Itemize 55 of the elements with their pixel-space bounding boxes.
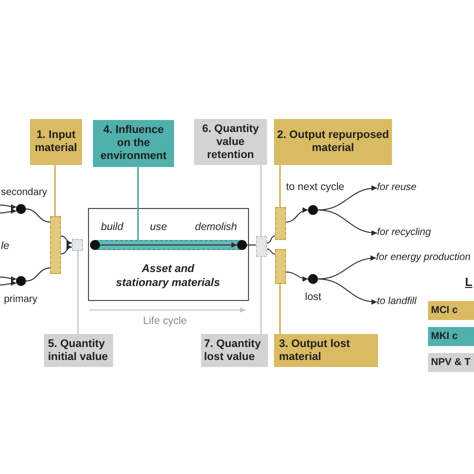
outcome-label: for energy production <box>376 251 471 265</box>
process-box <box>88 208 249 301</box>
leader-line <box>279 284 281 334</box>
dashed-marker <box>275 207 286 240</box>
flow-arrow <box>60 244 72 254</box>
leader-line <box>260 257 262 334</box>
leader-line <box>279 165 281 207</box>
dashed-marker <box>50 216 61 274</box>
indicator-box: 1. Input material <box>30 119 82 165</box>
axis-label: Life cycle <box>143 315 187 328</box>
dashed-marker <box>275 249 286 284</box>
leader-line <box>260 165 262 236</box>
outcome-label: for reuse <box>377 181 416 195</box>
flow-arrow <box>0 204 17 210</box>
leader-line <box>137 167 139 240</box>
flow-arrow <box>0 276 17 282</box>
indicator-box: 4. Influence on the environment <box>93 120 174 167</box>
flow-arrow <box>286 272 308 282</box>
stage-label: demolish <box>195 221 238 234</box>
flow-arrow <box>0 280 17 286</box>
flow-line <box>266 236 276 244</box>
leader-line <box>77 251 79 334</box>
flow-arrow <box>286 208 308 222</box>
panel-title: Asset and stationary materials <box>115 262 221 290</box>
legend-text: NPV & T <box>431 356 470 368</box>
flow-arrow <box>318 210 378 236</box>
flow-line <box>246 244 256 246</box>
indicator-box: 6. Quantity value retention <box>194 119 267 165</box>
flow-arrow <box>318 278 378 304</box>
dashed-marker <box>72 239 83 251</box>
node-caption: secondary <box>1 186 48 199</box>
flow-arrow <box>100 242 238 248</box>
node-caption: primary <box>4 293 38 306</box>
indicator-box: 7. Quantity lost value <box>201 334 268 367</box>
stage-label: build <box>101 221 124 234</box>
legend-text: MCI c <box>431 304 458 316</box>
side-label: le <box>1 240 10 253</box>
dashed-marker <box>256 236 267 257</box>
legend-heading: L <box>465 275 472 289</box>
flow-arrow <box>60 236 72 246</box>
legend-text: MKI c <box>431 330 458 342</box>
outcome-label: to landfill <box>377 295 416 309</box>
outcome-label: for recycling <box>377 226 431 240</box>
indicator-box: 5. Quantity initial value <box>44 334 113 367</box>
stage-label: use <box>150 221 167 234</box>
flow-line <box>26 268 50 282</box>
node-caption: lost <box>305 291 322 304</box>
flow-arrow <box>0 208 17 214</box>
lifecycle-bar <box>90 240 247 250</box>
indicator-box: 2. Output repurposed material <box>274 119 392 165</box>
flow-line <box>266 248 276 254</box>
node-caption: to next cycle <box>286 181 344 194</box>
indicator-box: 3. Output lost material <box>274 334 378 367</box>
leader-line <box>54 165 56 216</box>
flow-line <box>26 208 50 222</box>
